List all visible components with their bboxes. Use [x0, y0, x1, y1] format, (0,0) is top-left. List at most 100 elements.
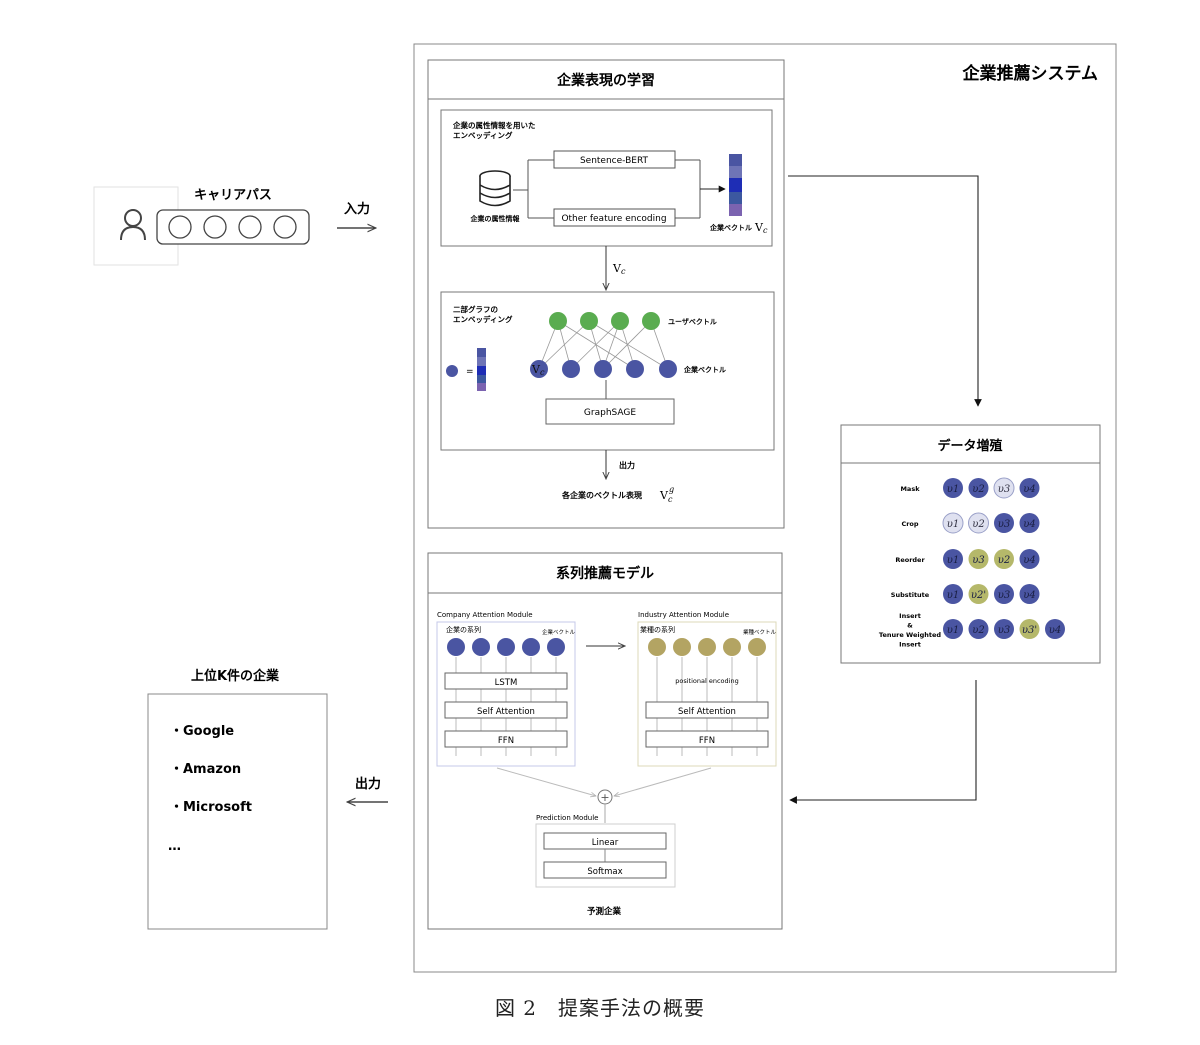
learning-output-label: 出力 — [619, 460, 635, 470]
node-symbol: V — [531, 363, 541, 376]
augmentation-row-label: Tenure Weighted — [879, 631, 941, 639]
augmentation-row-label: Substitute — [891, 591, 930, 599]
augmentation-token — [994, 513, 1014, 533]
topk-item: ・Amazon — [170, 762, 241, 777]
attr-title-1: 企業の属性情報を用いた — [452, 120, 536, 130]
prediction-module-label: Prediction Module — [536, 814, 598, 822]
graphsage-box — [545, 398, 675, 425]
industry-sequence-node — [673, 638, 691, 656]
company-sequence-node — [472, 638, 490, 656]
augment-to-seq-arrow — [789, 680, 977, 804]
augmentation-row-label: & — [907, 621, 913, 629]
augmentation-token-label: υ1 — [947, 590, 959, 601]
augmentation-token — [994, 549, 1014, 569]
sbert-label: Sentence-BERT — [580, 156, 649, 166]
augmentation-token-label: υ1 — [947, 625, 959, 636]
industry-seq-label: 業種の系列 — [640, 625, 675, 634]
augmentation-token-label: υ3 — [998, 484, 1010, 495]
career-slot-1 — [168, 215, 192, 239]
company-vector-label-2: 企業ベクトル — [683, 365, 726, 374]
company-sequence-node — [497, 638, 515, 656]
company-vec-label: 企業ベクトル — [542, 628, 576, 636]
augmentation-token — [1019, 584, 1040, 604]
input-label: 入力 — [344, 201, 370, 217]
topk-item: ・Microsoft — [170, 800, 252, 815]
company-self-attention-box — [444, 701, 568, 719]
augmentation-token — [943, 584, 963, 604]
augmentation-token-label: υ4 — [1049, 625, 1061, 636]
lstm-box — [444, 672, 568, 690]
softmax-box — [543, 861, 667, 879]
predicted-label: 予測企業 — [587, 906, 622, 917]
augmentation-row-label: Insert — [899, 612, 921, 620]
industry-self-attention-label: Self Attention — [678, 707, 736, 717]
user-icon — [120, 209, 146, 241]
user-node — [580, 312, 598, 330]
topk-item: ・Google — [170, 724, 234, 739]
augmentation-token-label: υ2 — [972, 625, 984, 636]
database-icon — [479, 170, 511, 207]
topk-title: 上位K件の企業 — [191, 668, 280, 684]
result-label: 各企業のベクトル表現 — [561, 490, 642, 500]
company-ffn-box — [444, 730, 568, 748]
augmentation-token-label: υ3 — [998, 625, 1010, 636]
augmentation-token — [968, 478, 989, 498]
augmentation-token-label: υ4 — [1023, 484, 1035, 495]
augmentation-token — [968, 549, 989, 569]
augmentation-token — [1019, 619, 1040, 639]
company-node — [659, 360, 677, 378]
lstm-label: LSTM — [495, 678, 518, 688]
db-label: 企業の属性情報 — [470, 214, 521, 223]
augmentation-row-label: Insert — [899, 640, 921, 648]
augmentation-title: データ増殖 — [937, 438, 1002, 454]
graph-title-1: 二部グラフの — [453, 304, 498, 314]
system-title: 企業推薦システム — [962, 63, 1099, 84]
augmentation-token-label: υ3 — [998, 519, 1010, 530]
augmentation-token-label: υ2 — [972, 484, 984, 495]
industry-sequence-node — [648, 638, 666, 656]
company-ffn-label: FFN — [498, 736, 514, 746]
graphsage-label: GraphSAGE — [584, 408, 636, 418]
user-node — [611, 312, 629, 330]
seq-model-panel: 系列推薦モデル Company Attention Module 企業の系列 企… — [427, 552, 783, 930]
company-node — [594, 360, 612, 378]
graph-title-2: エンベッディング — [453, 314, 513, 324]
topk-box — [147, 693, 328, 930]
add-operator-symbol: + — [600, 791, 609, 804]
result-sup: g — [669, 485, 674, 494]
career-slot-3 — [238, 215, 262, 239]
output-label: 出力 — [355, 776, 381, 792]
augmentation-token — [968, 619, 989, 639]
softmax-label: Softmax — [587, 867, 622, 877]
augmentation-token-label: υ1 — [947, 555, 959, 566]
vc-sub: c — [621, 267, 626, 276]
company-vector-bar — [729, 154, 742, 216]
result-sub: c — [668, 495, 673, 504]
industry-vec-label: 業種ベクトル — [743, 628, 777, 636]
augmentation-token-label: υ4 — [1023, 555, 1035, 566]
company-vector-symbol: V — [754, 221, 764, 234]
learning-panel: 企業表現の学習 企業の属性情報を用いた エンベッディング 企業の属性情報 Sen… — [427, 59, 785, 529]
other-feature-label: Other feature encoding — [561, 214, 666, 224]
industry-ffn-label: FFN — [699, 736, 715, 746]
user-node — [642, 312, 660, 330]
topk-panel: 上位K件の企業 ・Google ・Amazon ・Microsoft … 出力 — [147, 668, 388, 930]
industry-module-label: Industry Attention Module — [638, 611, 729, 619]
augmentation-token — [1045, 619, 1065, 639]
company-node — [530, 360, 548, 378]
learning-title: 企業表現の学習 — [556, 72, 655, 89]
career-sequence-box — [156, 209, 310, 245]
learning-to-augment-arrow — [788, 175, 982, 407]
augmentation-token — [943, 619, 963, 639]
legend-vector-bar — [477, 348, 486, 391]
company-seq-label: 企業の系列 — [446, 625, 481, 634]
vc-symbol: V — [612, 262, 622, 275]
augmentation-token — [943, 478, 963, 498]
augmentation-token — [968, 584, 989, 604]
career-slot-2 — [203, 215, 227, 239]
augmentation-row-label: Reorder — [895, 556, 925, 564]
company-module-label: Company Attention Module — [437, 611, 533, 619]
topk-item: … — [168, 839, 181, 854]
